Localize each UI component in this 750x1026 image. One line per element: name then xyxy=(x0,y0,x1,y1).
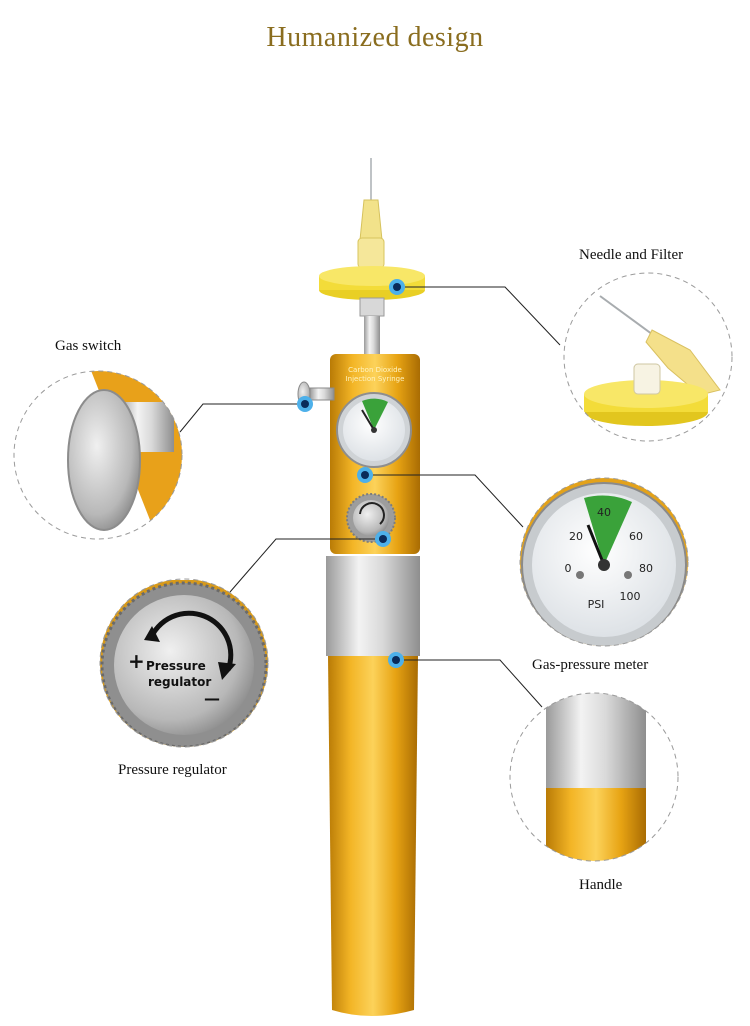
regulator-text-line2: regulator xyxy=(148,675,211,689)
regulator-plus: + xyxy=(128,649,145,673)
detail-gas-pressure-meter: 0 20 40 60 80 100 PSI xyxy=(519,477,689,647)
marker-switch xyxy=(297,396,313,412)
detail-pressure-regulator: + Pressure regulator — xyxy=(99,578,269,748)
label-handle: Handle xyxy=(579,877,623,893)
marker-handle xyxy=(388,652,404,668)
gauge-tick-100: 100 xyxy=(620,590,641,603)
connector-stem xyxy=(364,316,380,356)
leader-lines xyxy=(179,286,561,708)
label-gas-switch: Gas switch xyxy=(55,338,122,354)
svg-text:Injection Syringe: Injection Syringe xyxy=(346,375,405,383)
handle-body xyxy=(328,656,418,1016)
page-title: Humanized design xyxy=(266,22,484,53)
detail-handle xyxy=(509,692,679,862)
label-needle-filter: Needle and Filter xyxy=(579,247,684,263)
detail-gas-switch xyxy=(13,370,183,540)
marker-needle xyxy=(389,279,405,295)
label-gas-pressure-meter: Gas-pressure meter xyxy=(532,657,649,673)
gauge-tick-40: 40 xyxy=(597,506,611,519)
label-pressure-regulator: Pressure regulator xyxy=(118,762,227,778)
marker-gauge xyxy=(357,467,373,483)
device: Carbon Dioxide Injection Syringe xyxy=(297,158,425,1016)
marker-regulator xyxy=(375,531,391,547)
detail-needle-filter xyxy=(563,272,733,442)
gauge-tick-80: 80 xyxy=(639,562,653,575)
silver-band xyxy=(326,556,420,656)
needle-hub xyxy=(359,199,383,241)
gauge-tick-60: 60 xyxy=(629,530,643,543)
svg-text:Carbon Dioxide: Carbon Dioxide xyxy=(348,366,402,374)
gauge-tick-20: 20 xyxy=(569,530,583,543)
regulator-minus: — xyxy=(204,689,220,708)
regulator-text-line1: Pressure xyxy=(146,659,206,673)
needle-base xyxy=(357,237,385,269)
gauge-unit: PSI xyxy=(588,598,605,611)
markers xyxy=(297,279,405,668)
gauge-tick-0: 0 xyxy=(565,562,572,575)
